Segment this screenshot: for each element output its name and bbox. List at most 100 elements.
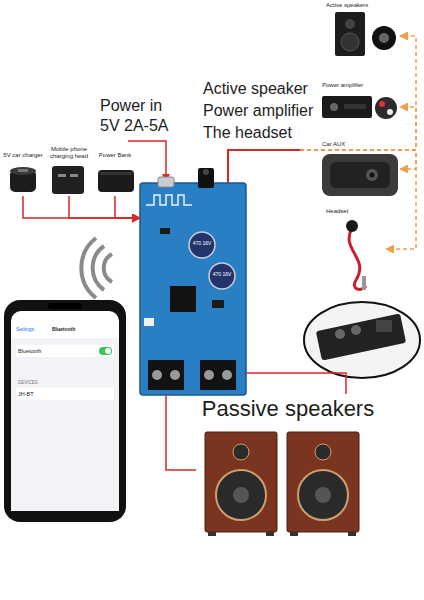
node-text: Bluetooth bbox=[52, 327, 92, 333]
car-charger-illustration bbox=[10, 167, 36, 192]
output-label: Power amplifier bbox=[203, 102, 313, 120]
phone-illustration-part bbox=[99, 347, 112, 355]
charging-head-illustration bbox=[52, 166, 84, 194]
amplifier-board-part bbox=[198, 168, 214, 188]
phone-illustration-part bbox=[48, 303, 82, 309]
power-amplifier-illustration-part bbox=[322, 96, 372, 118]
active-speaker-illustration-part bbox=[372, 26, 396, 50]
inset-photo bbox=[304, 302, 420, 378]
node-heading: 470 16V bbox=[190, 241, 214, 247]
wire-segment bbox=[228, 150, 300, 183]
amplifier-board-part bbox=[146, 195, 192, 205]
inset-photo-part bbox=[304, 302, 420, 378]
charging-head-illustration-part bbox=[70, 174, 78, 177]
phone-illustration-part bbox=[11, 338, 119, 511]
node-heading: 5V car charger bbox=[0, 152, 46, 159]
speaker-cabinet-part bbox=[205, 432, 277, 532]
amplifier-board bbox=[140, 168, 246, 395]
power-bank-illustration-part bbox=[98, 170, 134, 192]
active-speaker-illustration-part bbox=[379, 33, 389, 43]
power-source: 5V car charger bbox=[0, 152, 46, 196]
wire-segment bbox=[228, 150, 300, 183]
node-text: JH-BT bbox=[18, 391, 78, 397]
headset-illustration bbox=[346, 220, 366, 290]
power-amplifier-illustration-part bbox=[387, 109, 393, 115]
phone-illustration-part bbox=[16, 345, 114, 357]
wire-segment bbox=[300, 150, 416, 249]
node-heading: Settings bbox=[16, 327, 56, 333]
headset-illustration-part bbox=[349, 228, 366, 289]
wireless-symbol-part bbox=[104, 254, 112, 282]
amplifier-board-part bbox=[189, 232, 215, 258]
power-label: 5V 2A-5A bbox=[100, 117, 168, 135]
speaker-cabinet-part bbox=[216, 470, 266, 520]
amplifier-board-part bbox=[212, 300, 224, 308]
active-speaker-illustration-part bbox=[335, 12, 365, 56]
wire-segment bbox=[166, 395, 196, 470]
phone-illustration-part bbox=[16, 388, 114, 400]
power-label: Power in bbox=[100, 97, 162, 115]
wireless-symbol-part bbox=[93, 246, 104, 290]
car-aux-illustration-part bbox=[366, 169, 378, 181]
power-leader bbox=[128, 141, 170, 182]
speaker-cabinet-part bbox=[315, 444, 331, 460]
active-speaker-illustration-part bbox=[345, 19, 355, 29]
node-heading: Mobile phone charging head bbox=[46, 146, 92, 160]
charging-head-illustration-part bbox=[58, 174, 66, 177]
headset-illustration-part bbox=[346, 220, 358, 232]
amplifier-board-part bbox=[140, 183, 246, 395]
wire-connector bbox=[69, 196, 140, 218]
car-aux-illustration-part bbox=[330, 162, 390, 188]
node-heading: Active speakers bbox=[326, 2, 400, 9]
node-heading: Car AUX bbox=[322, 141, 400, 148]
wire-segment bbox=[300, 150, 416, 169]
amplifier-board-part bbox=[204, 370, 214, 380]
amplifier-board-part bbox=[170, 286, 196, 312]
wire-segment bbox=[228, 150, 300, 183]
power-amplifier-illustration-part bbox=[330, 103, 338, 111]
wire-segment bbox=[23, 196, 140, 218]
passive-speakers: Passive speakers bbox=[196, 394, 380, 536]
amplifier-board-part bbox=[170, 370, 180, 380]
active-speaker-illustration bbox=[335, 12, 396, 56]
output-device: Power amplifier bbox=[318, 80, 400, 134]
speaker-cabinet-part bbox=[208, 532, 216, 536]
power-amplifier-illustration-part bbox=[379, 101, 385, 107]
speaker-cabinet-part bbox=[266, 532, 274, 536]
wire-connector bbox=[166, 395, 196, 470]
phone: SettingsBluetoothBluetoothDEVICESJH-BT bbox=[4, 300, 126, 522]
inset-photo-part bbox=[335, 329, 345, 339]
wire-connector bbox=[246, 373, 346, 394]
node-heading: Power amplifier bbox=[322, 82, 400, 89]
node-heading: Passive speakers bbox=[196, 396, 380, 421]
output-label: The headset bbox=[203, 124, 292, 142]
amplifier-board-part bbox=[222, 370, 232, 380]
wire-connector bbox=[228, 150, 416, 183]
speaker-cabinet-part bbox=[348, 532, 356, 536]
wire-connector bbox=[23, 196, 140, 218]
wire-connector bbox=[228, 150, 416, 249]
speaker-cabinet-part bbox=[233, 444, 249, 460]
node-text: DEVICES bbox=[18, 380, 78, 385]
car-aux-illustration bbox=[322, 154, 398, 196]
node-text: Bluetooth bbox=[18, 348, 78, 354]
power-leader-part bbox=[128, 141, 166, 176]
inset-photo-part bbox=[351, 325, 361, 335]
speaker-cabinet bbox=[205, 432, 277, 536]
phone-illustration bbox=[4, 300, 126, 522]
car-charger-illustration-part bbox=[18, 169, 28, 172]
speaker-cabinet-part bbox=[233, 487, 249, 503]
amplifier-board-part bbox=[144, 318, 154, 326]
node-heading: Power Bank bbox=[92, 152, 138, 159]
charging-head-illustration-part bbox=[52, 166, 84, 194]
speaker-cabinet-part bbox=[315, 487, 331, 503]
wire-segment bbox=[228, 150, 300, 183]
wire-segment bbox=[69, 196, 140, 218]
speaker-cabinet-part bbox=[287, 432, 359, 532]
active-speaker-illustration-part bbox=[341, 33, 359, 51]
output-label: Active speaker bbox=[203, 80, 308, 98]
phone-illustration-part bbox=[4, 300, 126, 522]
wire-segment bbox=[300, 36, 416, 150]
node-text: 470 16V bbox=[210, 272, 234, 278]
